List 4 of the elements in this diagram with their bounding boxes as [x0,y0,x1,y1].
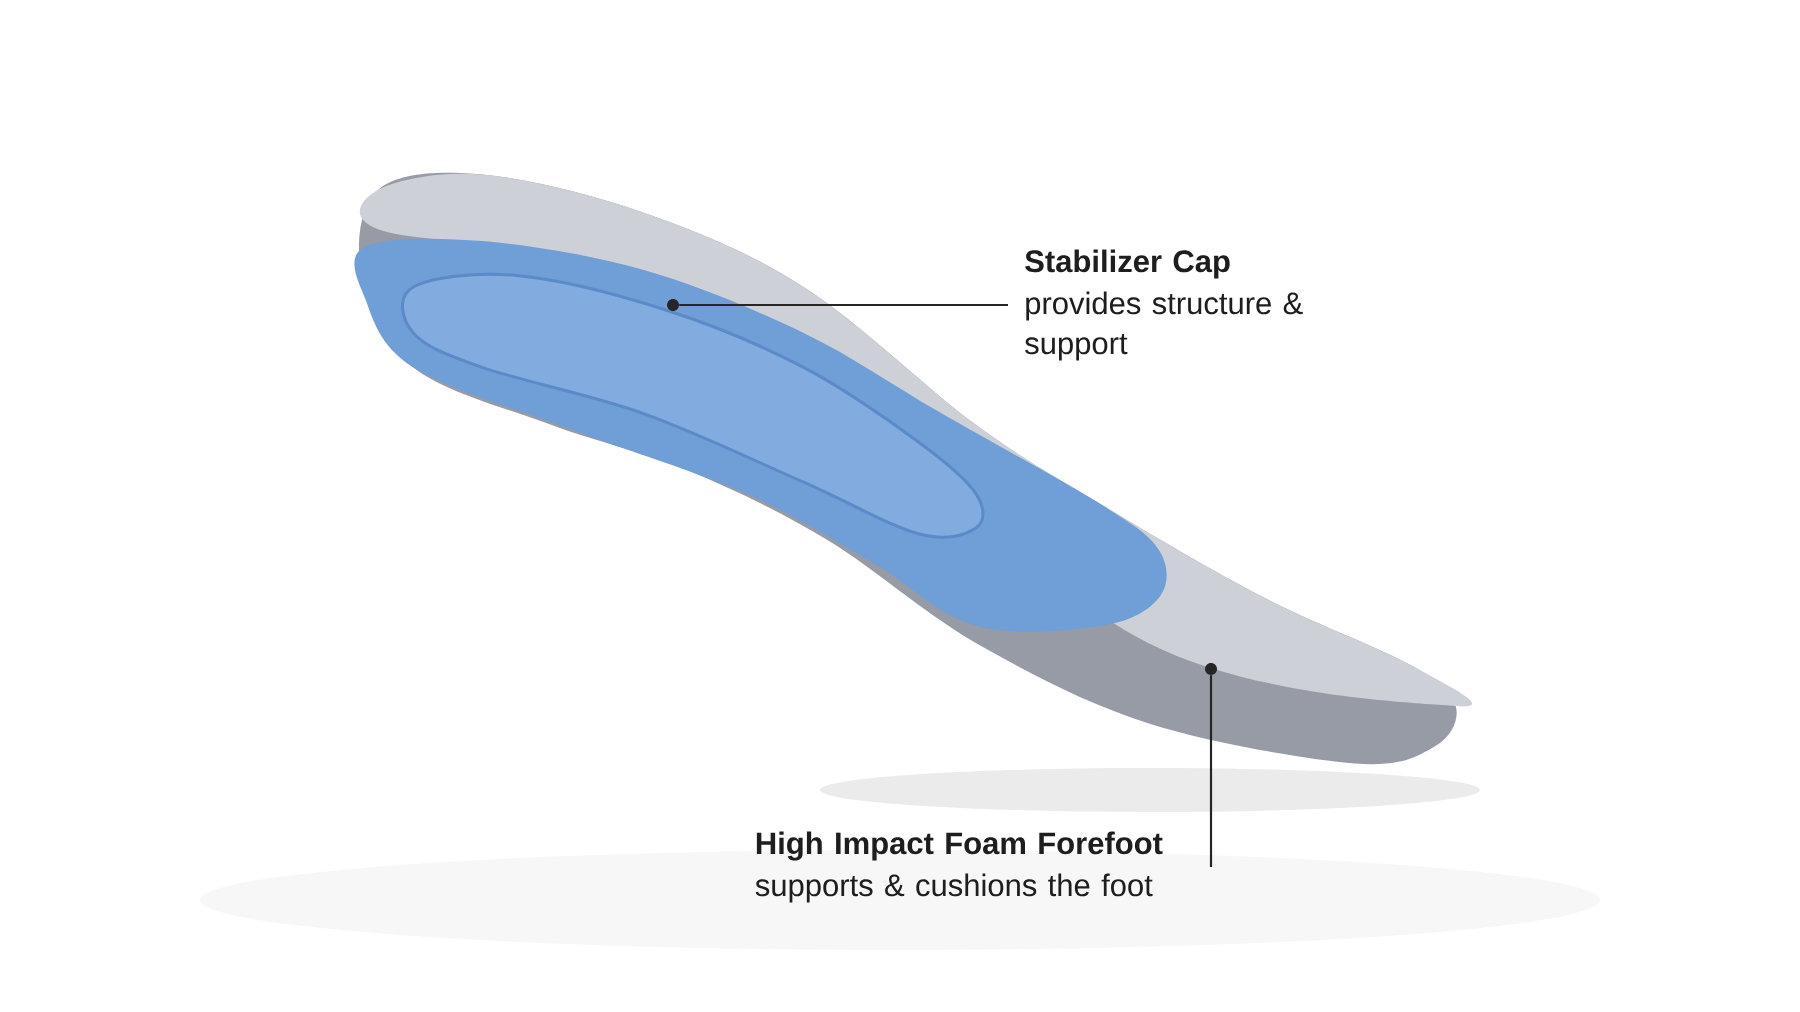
leader-line [679,303,1008,307]
leader-line [1209,675,1213,867]
callout-text: Stabilizer Cap provides structure & support [1025,249,1303,361]
callout-text: High Impact Foam Forefoot supports & cushions the foot [755,831,1163,903]
